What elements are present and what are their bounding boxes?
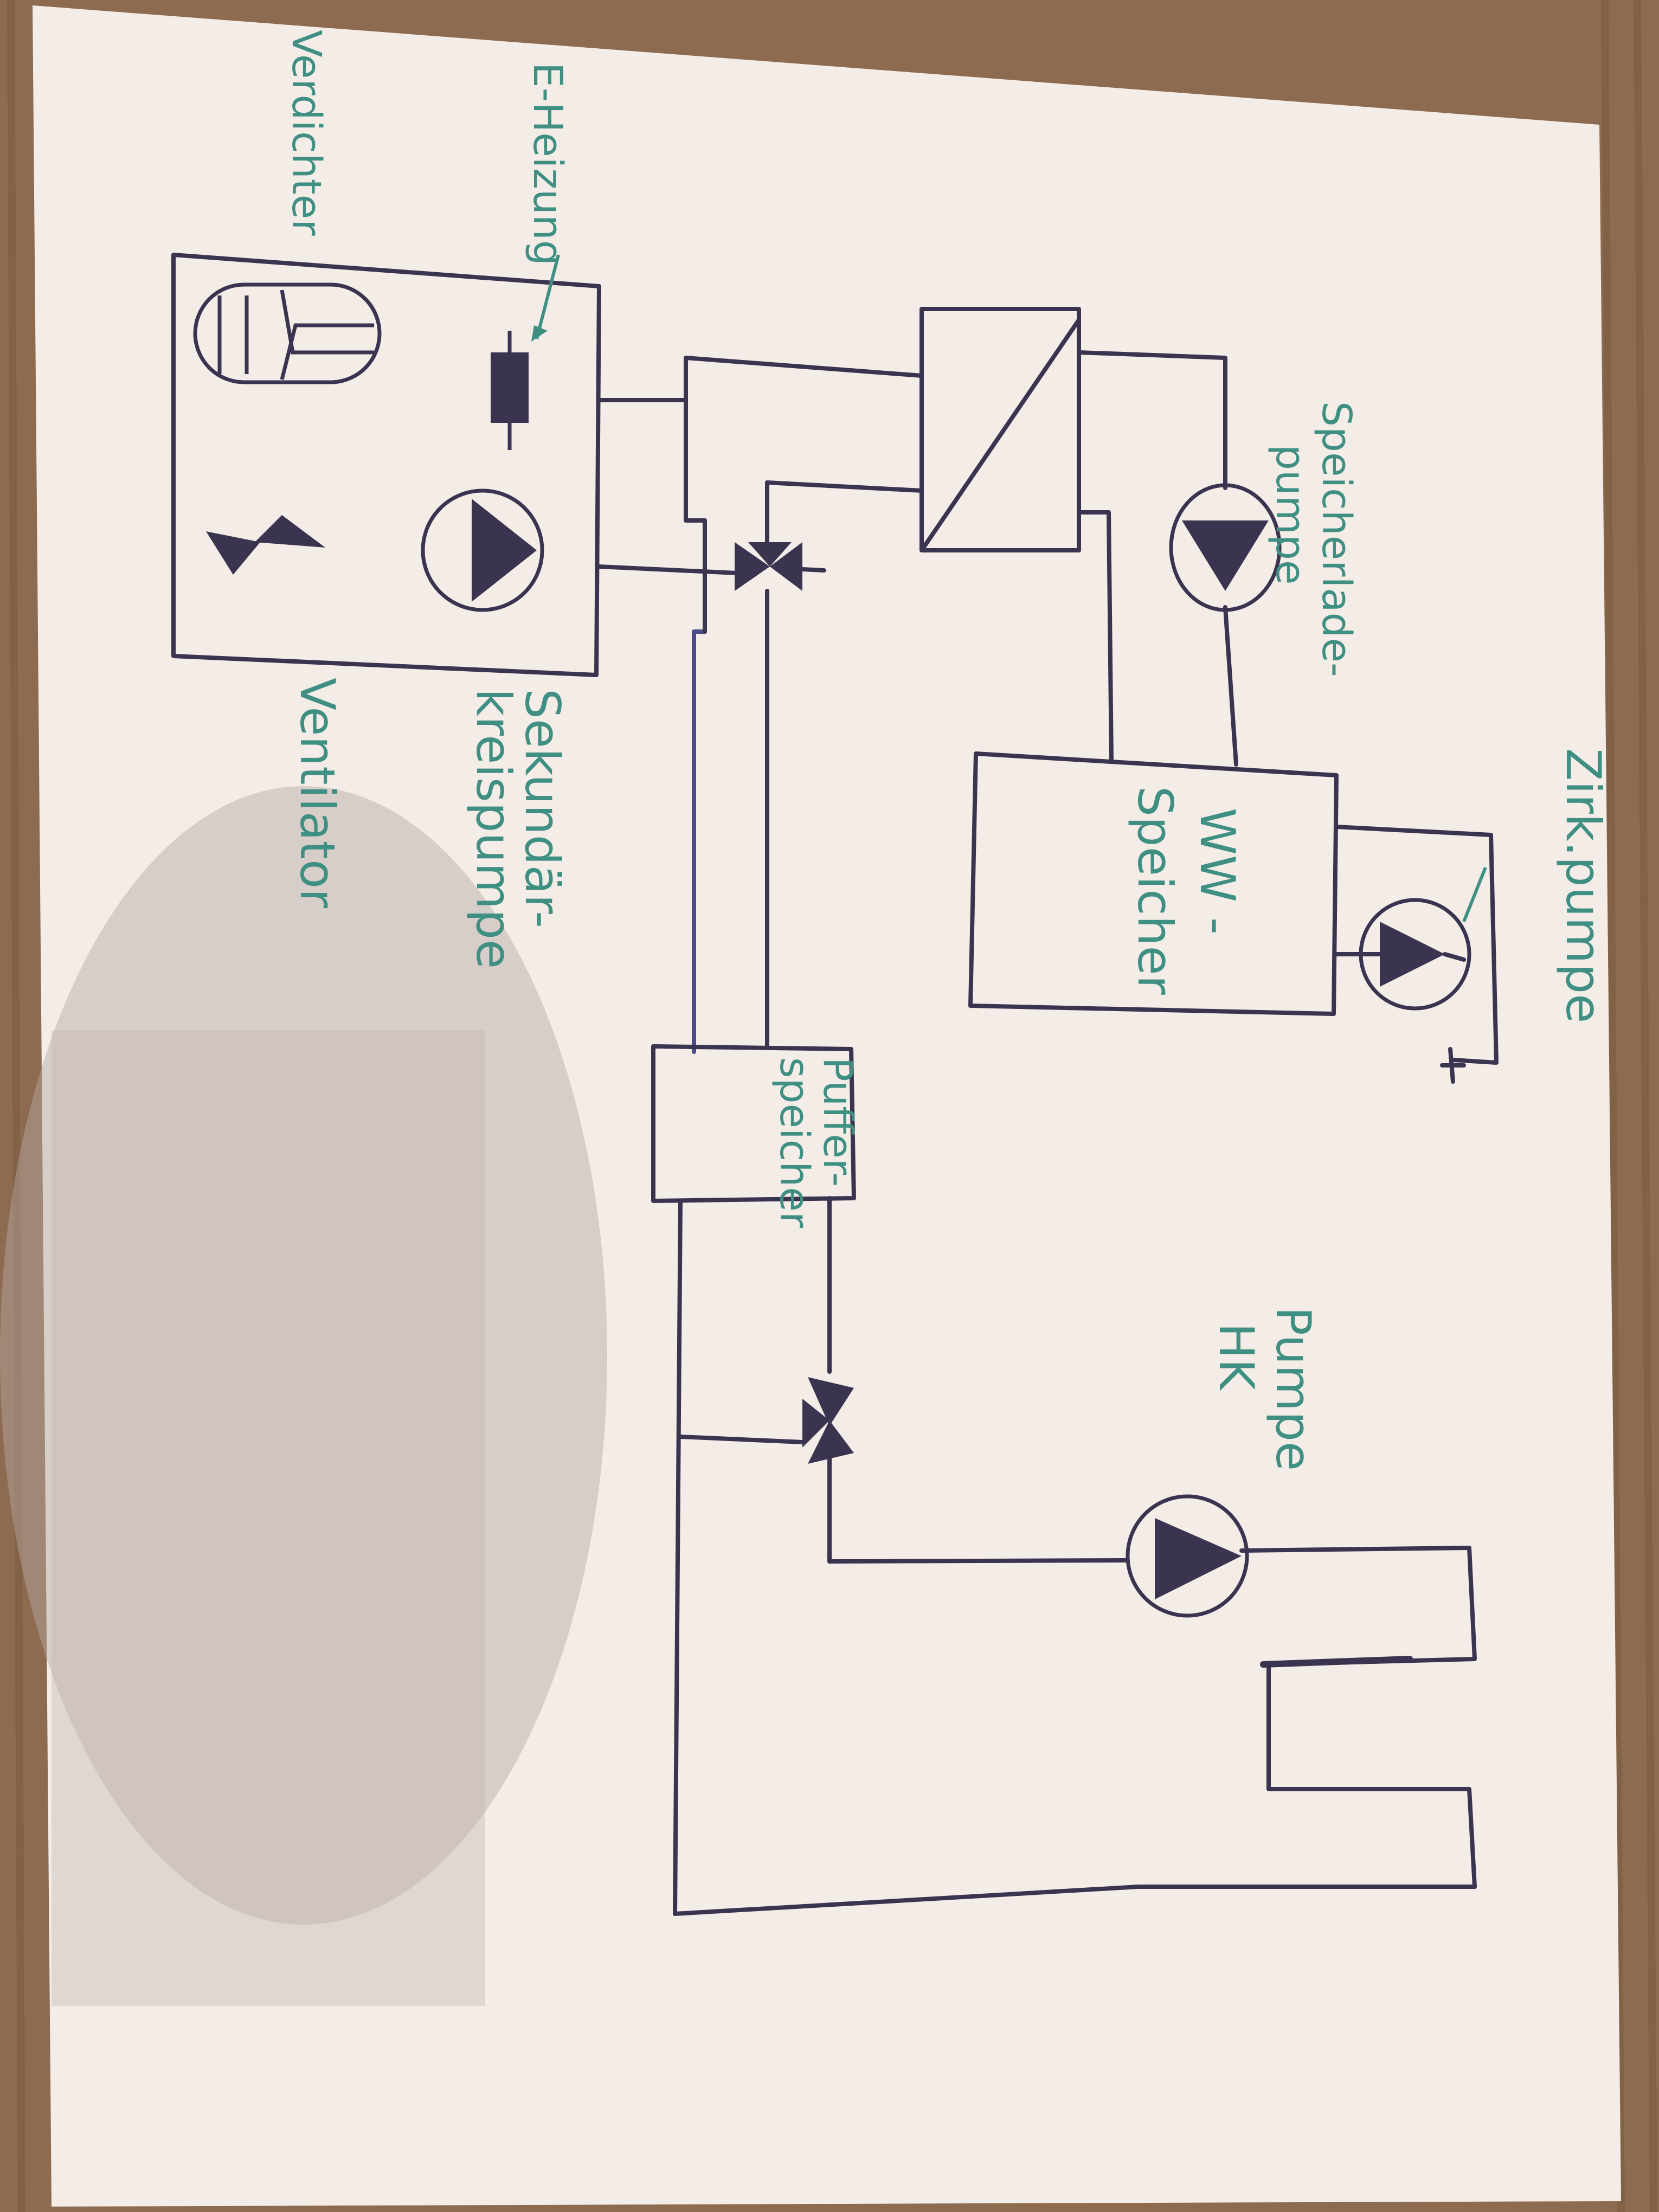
label-pumpe-hk-1: Pumpe xyxy=(1265,1307,1321,1471)
zirk-pointer xyxy=(1462,866,1487,923)
label-sekundaer-1: Sekundär- xyxy=(515,689,570,928)
electric-heater-icon xyxy=(491,331,529,450)
hand-shadow xyxy=(0,786,607,1925)
label-e-heizung: E-Heizung xyxy=(524,62,571,266)
ww-storage-box xyxy=(968,751,1339,1016)
shadow-band xyxy=(52,1030,485,2006)
label-speicherlade-2: pumpe xyxy=(1267,445,1314,584)
compressor-icon xyxy=(193,282,382,384)
e-heater-pointer xyxy=(535,254,560,339)
storage-loading-pump-icon xyxy=(1169,483,1282,612)
label-ventilator: Ventilator xyxy=(290,678,345,909)
pipe-network xyxy=(171,253,1499,1916)
label-sekundaer-2: kreispumpe xyxy=(466,689,522,969)
label-pumpe-hk-2: HK xyxy=(1208,1323,1264,1391)
heat-pump-box xyxy=(171,253,601,677)
three-way-valve-icon xyxy=(735,542,802,591)
heating-circuit-pump-icon xyxy=(1126,1494,1249,1618)
wood-grain xyxy=(7,0,1657,2212)
label-puffer-1: Puffer- xyxy=(814,1057,861,1187)
mixing-valve-icon xyxy=(802,1377,854,1464)
fan-icon xyxy=(206,515,325,575)
label-puffer-2: speicher xyxy=(771,1057,818,1229)
label-verdichter: Verdichter xyxy=(283,30,330,236)
heat-exchanger xyxy=(919,307,1081,552)
secondary-pump-icon xyxy=(421,488,544,612)
circulation-pump-icon xyxy=(1359,898,1471,1011)
label-ww-1: WW - xyxy=(1189,808,1245,935)
buffer-storage-box xyxy=(651,1044,856,1203)
label-zirk-pumpe: Zirk.pumpe xyxy=(1555,748,1611,1023)
label-speicherlade-1: Speicherlade- xyxy=(1313,401,1360,677)
label-ww-2: Speicher xyxy=(1127,786,1183,995)
